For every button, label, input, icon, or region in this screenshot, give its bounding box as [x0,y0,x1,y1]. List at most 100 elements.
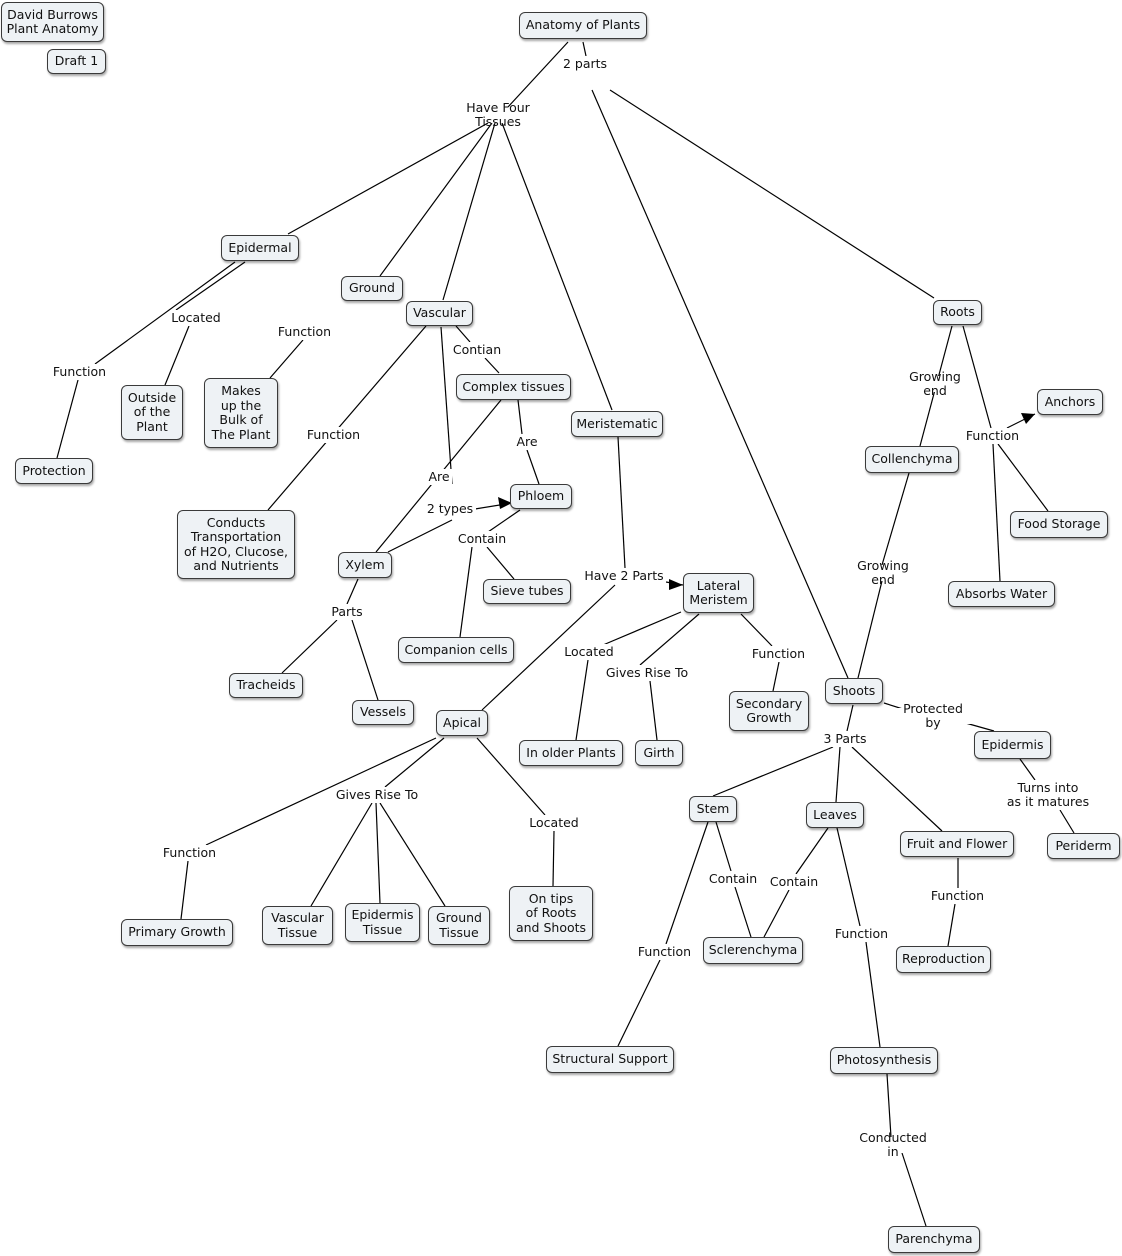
link-label-located-epidermal: Located [170,309,222,326]
node-conducts-transportation[interactable]: Conducts Transportation of H2O, Clucose,… [177,510,295,579]
connector-line [526,449,540,485]
connector-line [617,959,661,1047]
connector-line [281,619,338,674]
node-primary-growth[interactable]: Primary Growth [121,919,233,946]
connector-line [459,546,473,638]
node-collenchyma[interactable]: Collenchyma [865,446,959,473]
node-anchors[interactable]: Anchors [1037,389,1103,415]
node-xylem[interactable]: Xylem [338,552,392,578]
connector-line [857,580,883,679]
node-food-storage[interactable]: Food Storage [1010,511,1108,538]
node-vessels[interactable]: Vessels [352,700,414,725]
node-reproduction[interactable]: Reproduction [896,946,991,973]
connector-line [180,860,189,920]
node-companion-cells[interactable]: Companion cells [398,637,514,663]
connector-line [56,379,79,459]
connector-line [476,737,546,816]
link-label-contian: Contian [450,342,504,358]
connector-line [384,737,445,788]
node-roots[interactable]: Roots [933,300,982,325]
node-author-title[interactable]: David Burrows Plant Anatomy [1,2,104,42]
link-label-located-lateral: Located [563,643,615,660]
connector-line [346,578,359,605]
node-girth[interactable]: Girth [635,740,683,766]
connector-line [507,41,569,108]
node-vascular-tissue[interactable]: Vascular Tissue [262,906,333,945]
connector-line [379,122,493,277]
connector-line [1019,758,1036,781]
connector-line [455,325,471,343]
connector-line [486,546,515,580]
link-label-turns-into: Turns into as it matures [1004,780,1092,810]
connector-line [962,325,992,429]
link-label-function-epidermal: Function [51,363,108,380]
connector-line [164,325,190,386]
node-ground[interactable]: Ground [341,276,403,301]
arrowhead [498,497,512,509]
node-lateral-meristem[interactable]: Lateral Meristem [683,573,754,613]
connector-line [552,830,555,887]
connector-line [602,611,682,646]
node-epidermis[interactable]: Epidermis [974,731,1051,759]
node-parenchyma[interactable]: Parenchyma [888,1226,980,1253]
link-label-parts-xylem: Parts [328,604,366,620]
connector-line [269,339,304,379]
connector-line [846,704,854,732]
node-secondary-growth[interactable]: Secondary Growth [729,691,809,731]
link-label-2-types: 2 types [424,501,476,517]
connector-line [886,1073,892,1138]
node-meristematic[interactable]: Meristematic [571,411,663,437]
connector-line [481,584,616,711]
node-shoots[interactable]: Shoots [825,678,883,704]
connector-line [901,1152,927,1227]
node-structural-support[interactable]: Structural Support [546,1046,674,1073]
node-fruit-and-flower[interactable]: Fruit and Flower [900,831,1014,857]
connector-line [387,519,453,553]
connector-line [665,821,709,945]
node-vascular[interactable]: Vascular [406,301,473,326]
link-label-function-roots: Function [964,427,1021,444]
node-in-older-plants[interactable]: In older Plants [519,740,623,766]
node-photosynthesis[interactable]: Photosynthesis [830,1047,938,1074]
link-label-are-phloem: Are [514,434,540,450]
node-outside-of-plant[interactable]: Outside of the Plant [121,385,183,440]
link-label-function-lateral: Function [750,645,807,662]
connector-line [517,399,523,435]
arrowhead [669,579,683,590]
node-leaves[interactable]: Leaves [806,802,864,828]
node-on-tips[interactable]: On tips of Roots and Shoots [509,886,593,941]
connector-line [582,41,587,57]
node-draft[interactable]: Draft 1 [47,49,106,74]
node-sieve-tubes[interactable]: Sieve tubes [483,579,571,604]
node-tracheids[interactable]: Tracheids [229,673,303,698]
connector-line [865,941,881,1048]
link-label-function-apical: Function [161,844,218,861]
node-sclerenchyma[interactable]: Sclerenchyma [703,937,803,964]
link-label-function-ground: Function [276,323,333,340]
node-phloem[interactable]: Phloem [510,484,572,509]
link-label-are-xylem: Are [426,469,452,485]
node-epidermal[interactable]: Epidermal [221,235,299,261]
link-label-contain-phloem: Contain [455,531,509,547]
connector-line [992,443,1001,582]
connector-line [617,436,626,569]
link-label-function-leaves: Function [833,925,890,942]
connector-line [205,737,437,846]
node-absorbs-water[interactable]: Absorbs Water [948,581,1055,607]
connector-line [740,613,773,647]
node-ground-tissue[interactable]: Ground Tissue [428,906,490,945]
connector-line [310,802,373,907]
node-periderm[interactable]: Periderm [1047,833,1120,859]
connector-line [94,261,236,365]
link-label-function-vascular: Function [305,426,362,443]
node-stem[interactable]: Stem [689,796,737,822]
node-epidermis-tissue[interactable]: Epidermis Tissue [345,903,420,942]
node-complex-tissues[interactable]: Complex tissues [456,374,571,400]
connector-line [379,802,446,907]
node-protection[interactable]: Protection [15,458,93,484]
connector-line [881,472,910,566]
connector-line [375,802,381,904]
node-anatomy-of-plants[interactable]: Anatomy of Plants [519,12,647,39]
node-makes-up-bulk[interactable]: Makes up the Bulk of The Plant [204,378,278,448]
node-apical[interactable]: Apical [436,710,488,736]
